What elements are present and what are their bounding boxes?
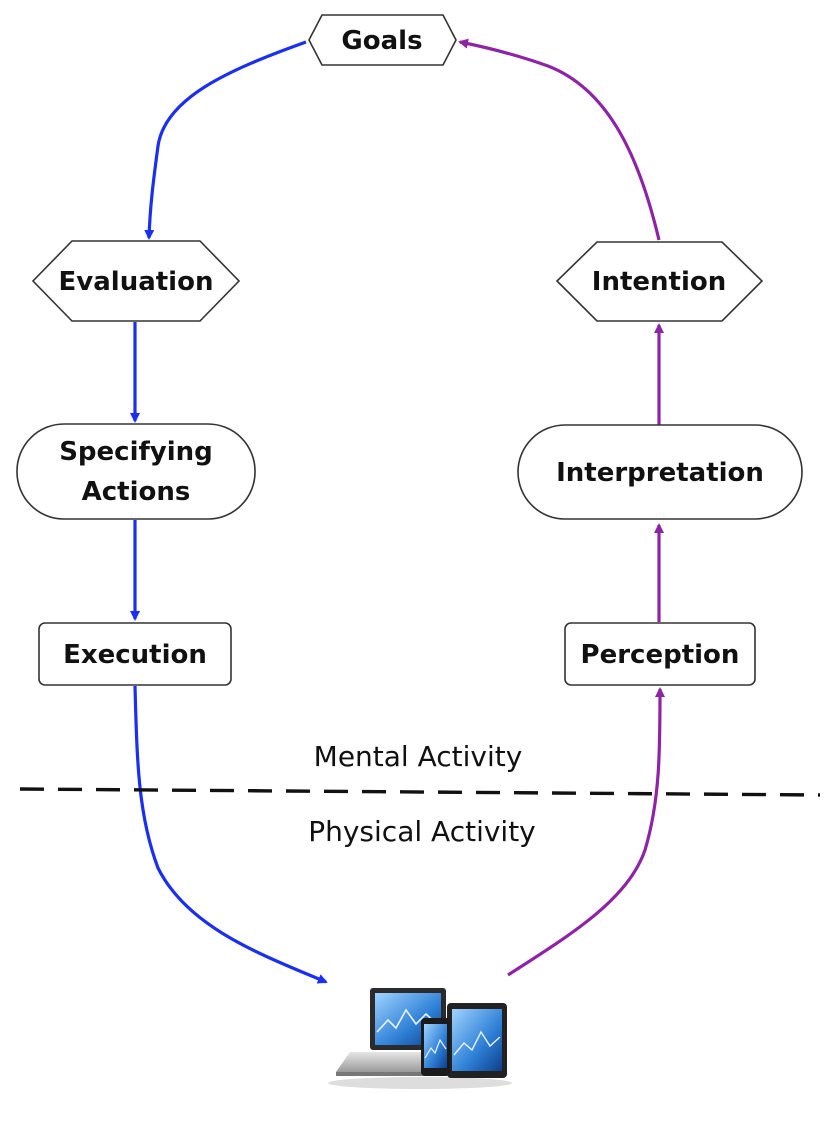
perception-label: Perception	[581, 640, 740, 670]
specifying-label-line1: Specifying	[59, 437, 213, 467]
arrow-execution-to-device	[133, 685, 328, 984]
node-perception: Perception	[564, 622, 756, 686]
specifying-label-line2: Actions	[82, 477, 191, 507]
execution-label: Execution	[63, 640, 207, 670]
arrow-device-to-perception	[507, 687, 665, 977]
laptop-tablet-phone-icon	[328, 988, 512, 1089]
mental-activity-label: Mental Activity	[314, 740, 523, 773]
intention-label: Intention	[592, 267, 726, 297]
goals-label: Goals	[341, 26, 422, 56]
node-execution: Execution	[38, 622, 232, 686]
node-interpretation: Interpretation	[517, 424, 803, 520]
physical-activity-label: Physical Activity	[308, 815, 536, 848]
arrow-goals-to-evaluation	[144, 40, 307, 240]
phone-icon	[421, 1018, 450, 1076]
node-specifying-actions: Specifying Actions	[16, 423, 256, 520]
evaluation-label: Evaluation	[59, 267, 214, 297]
node-evaluation: Evaluation	[31, 240, 241, 322]
node-intention: Intention	[555, 241, 764, 322]
arrow-intention-to-goals	[458, 38, 661, 241]
mental-physical-divider	[19, 787, 821, 797]
node-goals: Goals	[308, 14, 457, 66]
interpretation-label: Interpretation	[556, 458, 764, 488]
tablet-icon	[447, 1003, 507, 1078]
